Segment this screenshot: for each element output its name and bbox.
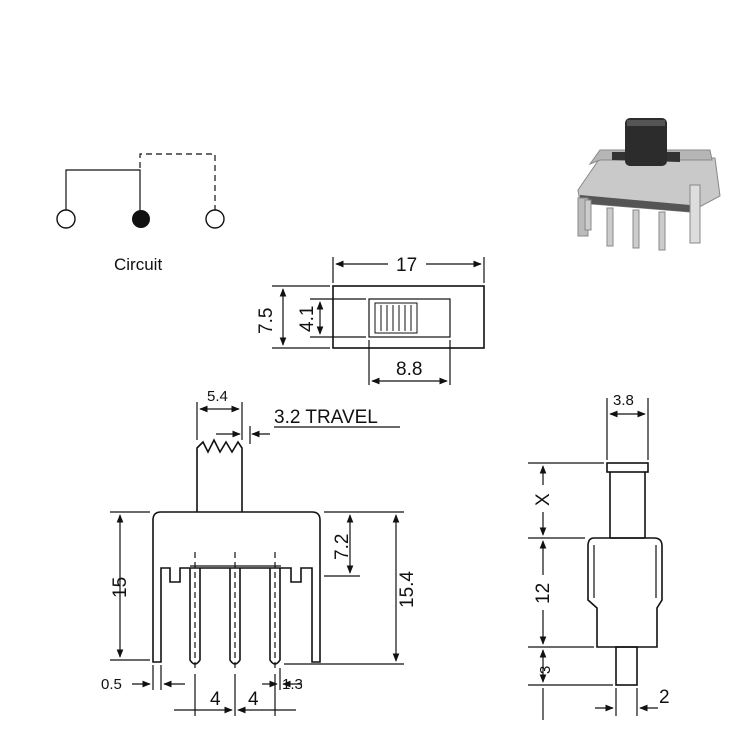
dim-slot-8-8: 8.8 [396, 359, 422, 380]
slide-switch-photo [577, 118, 721, 251]
top-view: 17 7.5 4.1 8.8 [256, 255, 485, 385]
circuit-label: Circuit [114, 255, 162, 274]
circuit-schematic: Circuit [56, 153, 225, 274]
dim-pin-0-5: 0.5 [101, 676, 122, 693]
dim-offset-7-2: 7.2 [332, 534, 353, 560]
dim-slot-4-1: 4.1 [297, 306, 318, 332]
dim-travel: 3.2 TRAVEL [274, 407, 378, 428]
dim-body-15: 15 [110, 577, 131, 598]
front-view: 5.4 3.2 TRAVEL 15 7.2 15.4 0.5 1.3 [101, 388, 418, 716]
dim-side-3-8: 3.8 [613, 392, 634, 409]
dim-leg-1-3: 1.3 [282, 676, 303, 693]
dim-total-15-4: 15.4 [397, 571, 418, 608]
dim-side-x: X [533, 493, 554, 506]
dim-pitch-right-4: 4 [248, 689, 259, 710]
dim-height-7-5: 7.5 [256, 308, 277, 334]
dim-width-17: 17 [396, 255, 417, 276]
dim-actuator-5-4: 5.4 [207, 388, 228, 405]
terminal-right [205, 209, 225, 229]
side-view: 3.8 X 12 3 2 [528, 392, 670, 720]
terminal-left [56, 209, 76, 229]
actuator-knob-top [374, 302, 418, 334]
dim-side-12: 12 [533, 583, 554, 604]
dim-side-2: 2 [659, 687, 670, 708]
terminal-common [132, 210, 150, 228]
dim-pitch-left-4: 4 [210, 689, 221, 710]
dim-side-3: 3 [537, 666, 554, 674]
